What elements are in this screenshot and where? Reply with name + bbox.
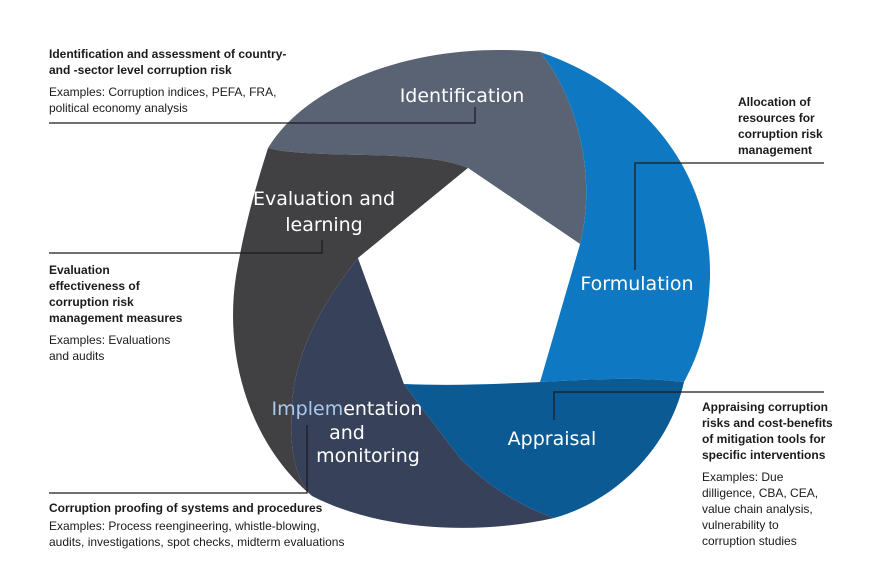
label-formulation: Formulation bbox=[580, 273, 693, 295]
label-implementation-part-b: entation bbox=[343, 398, 422, 420]
note-appraisal-ex-4: vulnerability to bbox=[702, 518, 779, 532]
segment-evaluation bbox=[233, 148, 468, 496]
segment-appraisal bbox=[404, 378, 684, 518]
note-appraisal: Appraising corruption risks and cost-ben… bbox=[702, 399, 862, 549]
label-evaluation-line1: Evaluation and bbox=[253, 188, 395, 210]
connector-evaluation bbox=[49, 240, 323, 254]
note-identification: Identification and assessment of country… bbox=[49, 46, 309, 116]
center-pentagon bbox=[358, 168, 580, 384]
note-formulation-head-3: corruption risk bbox=[738, 127, 823, 141]
segment-identification bbox=[268, 49, 587, 244]
note-appraisal-head-1: Appraising corruption bbox=[702, 400, 828, 414]
note-evaluation-head-2: effectiveness of bbox=[49, 279, 140, 293]
note-appraisal-ex-5: corruption studies bbox=[702, 534, 797, 548]
note-appraisal-examples: Examples: Due dilligence, CBA, CEA, valu… bbox=[702, 469, 862, 549]
segment-implementation bbox=[291, 258, 554, 528]
note-evaluation-head-1: Evaluation bbox=[49, 263, 110, 277]
label-evaluation-line2: learning bbox=[285, 214, 363, 236]
note-evaluation-ex-1: Examples: Evaluations bbox=[49, 333, 171, 347]
note-implementation-ex-2: audits, investigations, spot checks, mid… bbox=[49, 535, 345, 549]
note-formulation-head-1: Allocation of bbox=[738, 95, 811, 109]
note-identification-ex-2: political economy analysis bbox=[49, 101, 188, 115]
note-appraisal-ex-1: Examples: Due bbox=[702, 470, 784, 484]
label-implementation-line1: Implementation bbox=[272, 398, 423, 420]
note-evaluation: Evaluation effectiveness of corruption r… bbox=[49, 262, 219, 364]
note-appraisal-head-3: of mitigation tools for bbox=[702, 432, 826, 446]
note-appraisal-ex-3: value chain analysis, bbox=[702, 502, 813, 516]
note-identification-examples: Examples: Corruption indices, PEFA, FRA,… bbox=[49, 84, 309, 116]
connector-implementation bbox=[49, 425, 308, 494]
note-implementation: Corruption proofing of systems and proce… bbox=[49, 500, 389, 550]
label-implementation-line3: monitoring bbox=[316, 445, 420, 467]
note-appraisal-head-2: risks and cost-benefits bbox=[702, 416, 833, 430]
note-implementation-ex-1: Examples: Process reengineering, whistle… bbox=[49, 519, 320, 533]
note-formulation-head-2: resources for bbox=[738, 111, 815, 125]
note-implementation-head-1: Corruption proofing of systems and proce… bbox=[49, 501, 323, 515]
connector-appraisal bbox=[553, 391, 824, 420]
segment-formulation bbox=[540, 52, 711, 382]
label-identification: Identification bbox=[400, 85, 525, 107]
note-evaluation-ex-2: and audits bbox=[49, 349, 105, 363]
note-appraisal-ex-2: dilligence, CBA, CEA, bbox=[702, 486, 819, 500]
note-identification-head-2: and -sector level corruption risk bbox=[49, 63, 232, 77]
note-identification-ex-1: Examples: Corruption indices, PEFA, FRA, bbox=[49, 85, 277, 99]
label-implementation-line2: and bbox=[329, 422, 365, 444]
label-appraisal: Appraisal bbox=[508, 428, 597, 450]
note-implementation-examples: Examples: Process reengineering, whistle… bbox=[49, 518, 389, 550]
note-evaluation-examples: Examples: Evaluations and audits bbox=[49, 332, 219, 364]
note-formulation: Allocation of resources for corruption r… bbox=[738, 94, 858, 158]
note-evaluation-head-4: management measures bbox=[49, 311, 183, 325]
note-formulation-head-4: management bbox=[738, 143, 813, 157]
note-identification-head-1: Identification and assessment of country… bbox=[49, 47, 287, 61]
note-appraisal-head-4: specific interventions bbox=[702, 448, 826, 462]
label-implementation-part-a: Implem bbox=[272, 398, 344, 420]
connector-identification bbox=[49, 107, 476, 124]
connector-formulation bbox=[634, 162, 824, 270]
note-evaluation-head-3: corruption risk bbox=[49, 295, 134, 309]
